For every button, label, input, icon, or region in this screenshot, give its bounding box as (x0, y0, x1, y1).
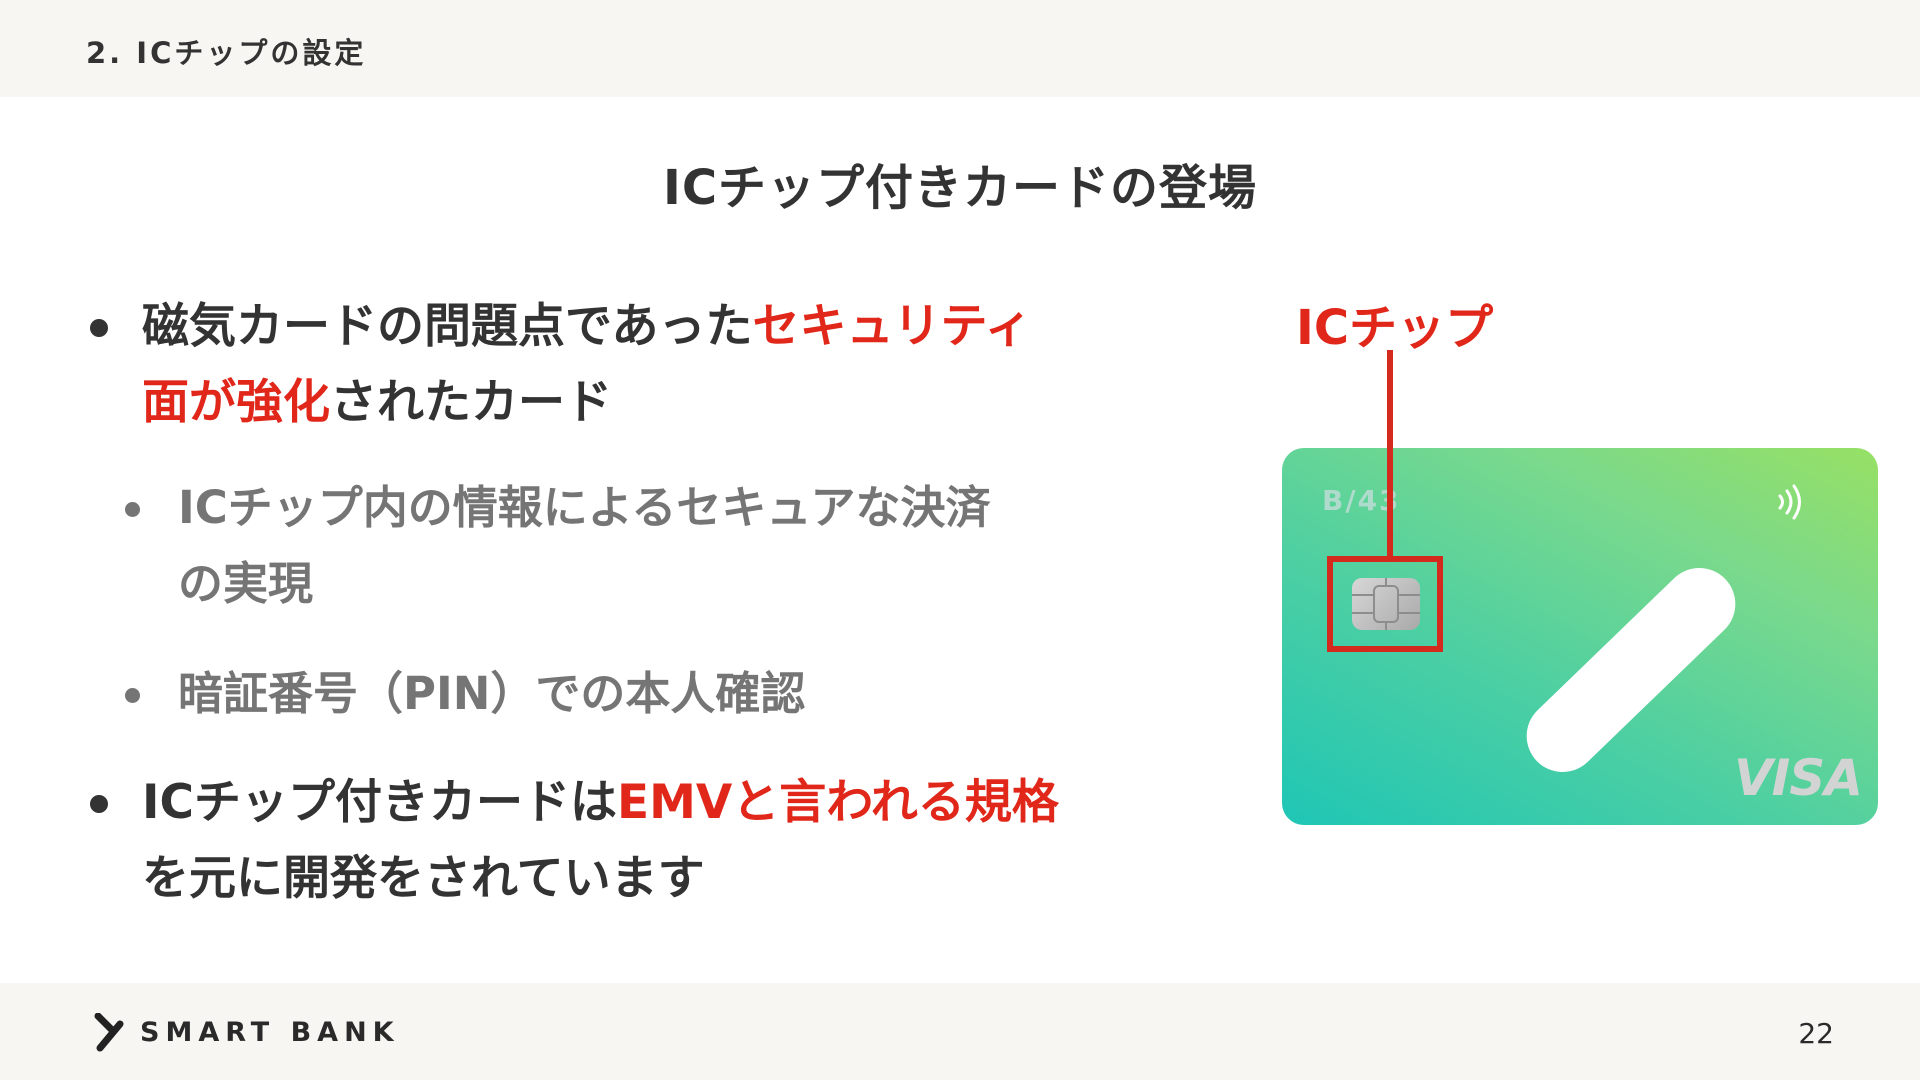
bullet-dot (90, 795, 108, 813)
bullet-text: を元に開発をされています (142, 851, 705, 906)
bullet-dot (90, 319, 108, 337)
page-number: 22 (1798, 1017, 1834, 1050)
card-stripe-graphic (1511, 553, 1751, 787)
bullet-security: 磁気カードの問題点であったセキュリティ 面が強化されたカード (142, 289, 1182, 441)
card-network-logo: VISA (1733, 749, 1863, 807)
callout-line (1387, 350, 1393, 556)
bullet-highlight: セキュリティ (752, 299, 1032, 354)
sub-bullet-secure-payment: ICチップ内の情報によるセキュアな決済 の実現 (178, 470, 1158, 622)
bullet-emv: ICチップ付きカードはEMVと言われる規格 を元に開発をされています (142, 765, 1182, 917)
ic-chip-icon (1352, 578, 1420, 630)
brand-logo-text: SMART BANK (140, 1017, 400, 1048)
sub-bullet-dot (125, 502, 140, 517)
bullet-text: 暗証番号（PIN）での本人確認 (178, 667, 806, 720)
bullet-highlight: EMVと言われる規格 (616, 775, 1059, 830)
sub-bullet-pin: 暗証番号（PIN）での本人確認 (178, 656, 1158, 732)
callout-label: ICチップ (1296, 300, 1494, 356)
bullet-text: 磁気カードの問題点であった (142, 299, 753, 354)
section-title: 2. ICチップの設定 (86, 36, 367, 70)
contactless-icon (1778, 484, 1801, 520)
card-brand-text: B/43 (1322, 484, 1401, 517)
bullet-text: ICチップ付きカードは (142, 775, 617, 830)
bullet-text: の実現 (178, 557, 314, 610)
card-illustration: B/43 VISA (1282, 448, 1878, 825)
header-band: 2. ICチップの設定 (0, 0, 1920, 97)
chip-highlight-box (1327, 556, 1443, 652)
bullet-highlight: 面が強化 (142, 375, 330, 430)
smartbank-logo-icon (94, 1013, 124, 1052)
bullet-text: されたカード (330, 375, 612, 430)
footer-band (0, 983, 1920, 1080)
bullet-text: ICチップ内の情報によるセキュアな決済 (178, 481, 991, 534)
slide-title: ICチップ付きカードの登場 (662, 160, 1258, 216)
sub-bullet-dot (125, 688, 140, 703)
